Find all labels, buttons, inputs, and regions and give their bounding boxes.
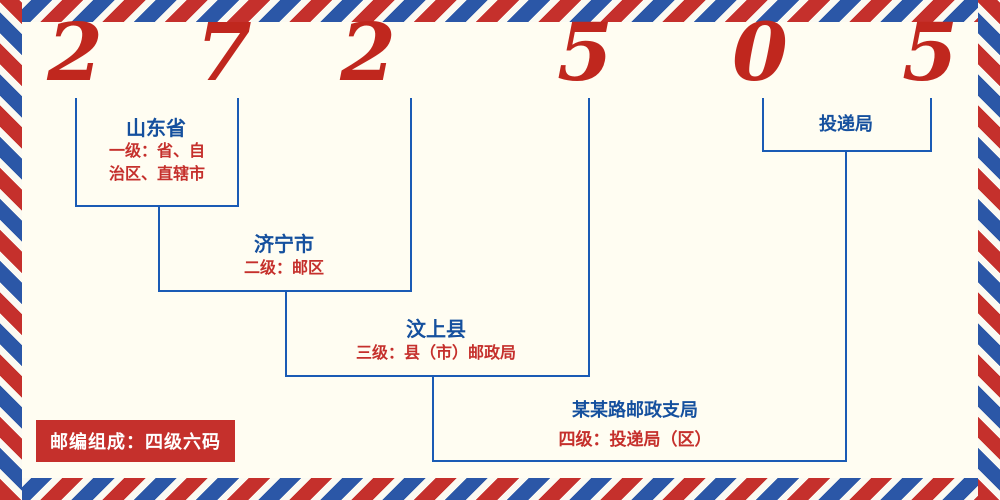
connector-level1-left	[75, 98, 77, 207]
airmail-border-left	[0, 0, 22, 500]
connector-level3-bottom	[285, 375, 590, 377]
level3-desc: 三级：县（市）邮政局	[355, 345, 516, 362]
level4-desc: 四级：投递局（区）	[558, 430, 712, 449]
connector-level3-left	[285, 290, 287, 377]
connector-level4-left	[432, 375, 434, 462]
level1-name: 山东省	[126, 118, 186, 140]
postal-digit-5: 0	[732, 5, 788, 99]
connector-delivery-right	[930, 98, 932, 152]
level2-name: 济宁市	[254, 234, 314, 256]
connector-delivery-left	[762, 98, 764, 152]
connector-level2-right	[410, 98, 412, 292]
postal-digit-2: 7	[196, 5, 252, 99]
level1-desc: 一级：省、自治区、直辖市	[108, 143, 205, 184]
level2-desc: 二级：邮区	[243, 260, 324, 277]
level4-name: 某某路邮政支局	[572, 400, 698, 420]
composition-badge: 邮编组成：四级六码	[36, 420, 235, 462]
delivery-name: 投递局	[819, 114, 873, 134]
connector-level1-right	[237, 98, 239, 207]
airmail-border-right	[978, 0, 1000, 500]
airmail-border-top	[0, 0, 1000, 22]
connector-level2-left	[158, 205, 160, 292]
postal-digit-4: 5	[557, 5, 613, 99]
connector-level3-right	[588, 98, 590, 377]
postal-digit-1: 2	[47, 5, 103, 99]
connector-delivery-bottom	[762, 150, 932, 152]
connector-level4-right	[845, 150, 847, 462]
postal-digit-3: 2	[340, 5, 396, 99]
postal-digit-6: 5	[902, 5, 958, 99]
connector-level1-bottom	[75, 205, 239, 207]
level3-name: 汶上县	[406, 319, 466, 341]
connector-level4-bottom	[432, 460, 847, 462]
airmail-border-bottom	[0, 478, 1000, 500]
